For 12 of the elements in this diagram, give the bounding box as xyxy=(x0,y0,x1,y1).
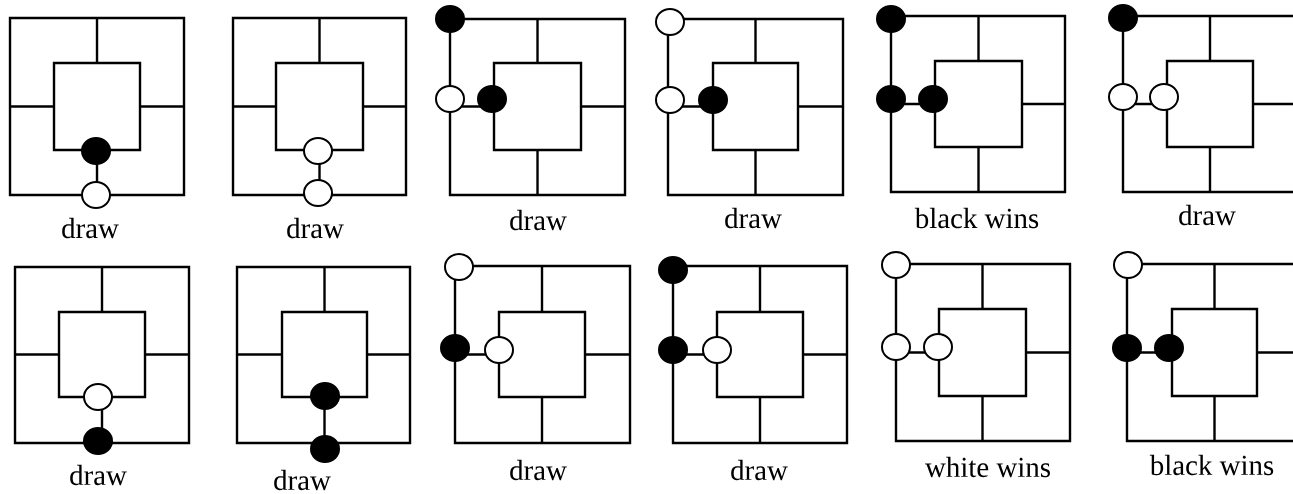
caption: draw xyxy=(731,459,788,481)
caption: draw xyxy=(274,469,331,491)
caption: black wins xyxy=(914,207,1039,229)
caption: draw xyxy=(510,209,567,231)
caption: draw xyxy=(510,459,567,481)
caption: draw xyxy=(287,217,344,239)
caption: black wins xyxy=(1149,454,1274,476)
caption: draw xyxy=(62,217,119,239)
caption: white wins xyxy=(925,456,1050,478)
caption: draw xyxy=(70,464,127,486)
caption: draw xyxy=(1179,204,1236,226)
caption: draw xyxy=(725,207,782,229)
